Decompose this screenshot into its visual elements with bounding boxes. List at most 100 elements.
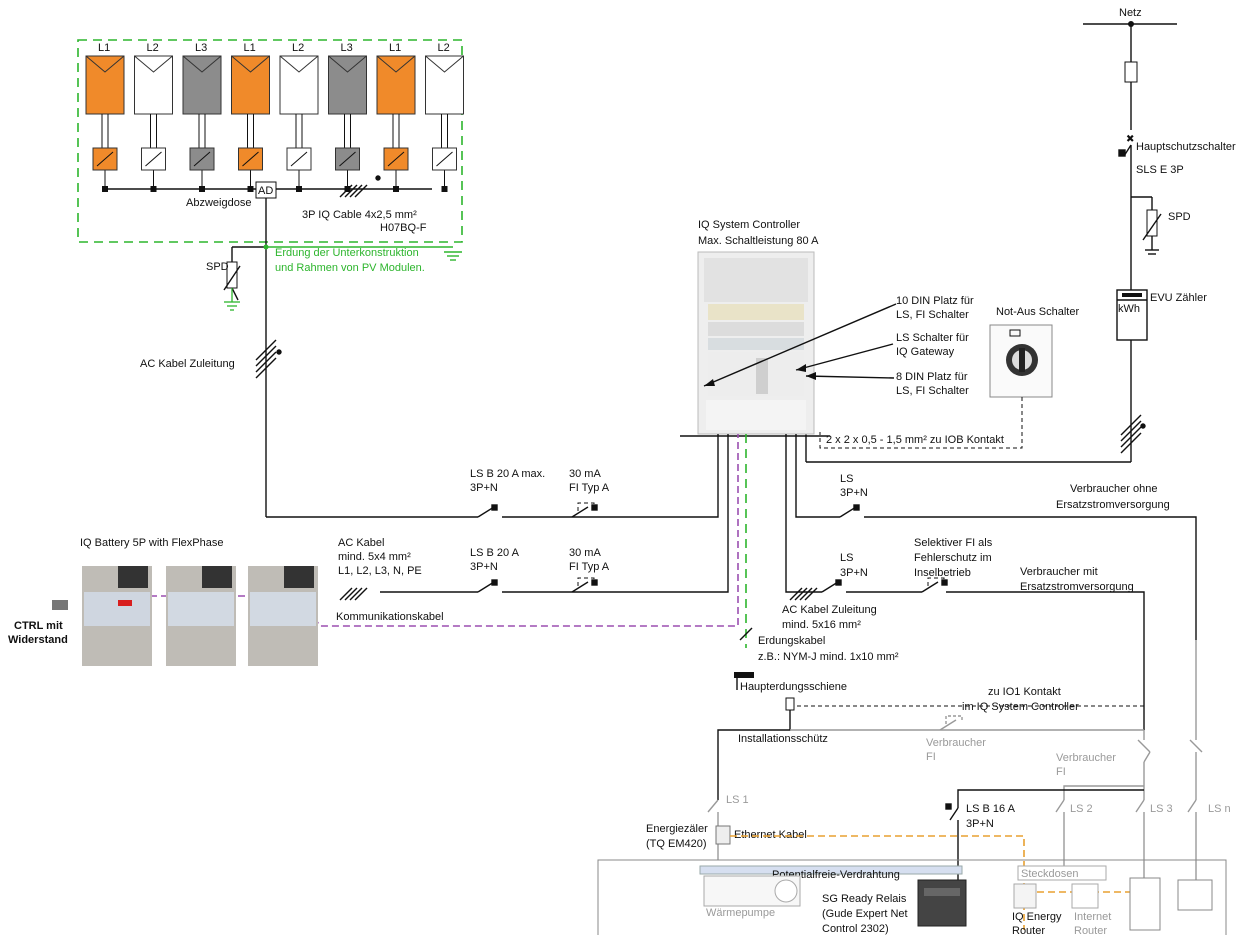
ctrl-resistor (52, 600, 68, 610)
phase-label: L2 (292, 42, 304, 54)
backup-label-1: Verbraucher mit (1020, 566, 1098, 578)
main-breaker-label-2: SLS E 3P (1136, 164, 1184, 176)
ls2-label-1: LS B 20 A (470, 547, 520, 559)
controller-title-2: Max. Schaltleistung 80 A (698, 235, 819, 247)
fi1-label-1: 30 mA (569, 468, 601, 480)
ad-label: AD (258, 185, 273, 197)
contactor-label: Installationsschütz (738, 733, 828, 745)
battery-cable-label-2: mind. 5x4 mm² (338, 551, 411, 563)
socket-device (1177, 879, 1213, 911)
ethernet-label: Ethernet Kabel (734, 829, 807, 841)
ls1-breaker (477, 504, 498, 518)
sel-fi-label-2: Fehlerschutz im (914, 552, 992, 564)
pv-module: L2 (134, 42, 173, 192)
controller-note1-1: 10 DIN Platz für (896, 295, 974, 307)
battery-unit-2 (166, 566, 236, 666)
earth-bar-label: Haupterdungsschiene (740, 681, 847, 693)
io1-label-1: zu IO1 Kontakt (988, 686, 1061, 698)
ls-3-label: LS 3 (1150, 803, 1173, 815)
grid-spd (1131, 196, 1162, 255)
energy-meter-device (715, 825, 731, 845)
ls4-breaker (821, 579, 842, 593)
ac-feed-slashes (255, 339, 282, 379)
vfi1-switch (939, 715, 963, 731)
controller-note2-2: IQ Gateway (896, 346, 955, 358)
pv-array-boundary (77, 39, 463, 243)
fi2-label-1: 30 mA (569, 547, 601, 559)
lsb16-label-1: LS B 16 A (966, 803, 1016, 815)
fi1-breaker (571, 502, 598, 518)
grid-cable-slashes (1120, 414, 1146, 454)
controller-note1-2: LS, FI Schalter (896, 309, 969, 321)
notaus-label: Not-Aus Schalter (996, 306, 1079, 318)
meter-label-1: Energiezäler (646, 823, 708, 835)
ls-3-switch (1135, 799, 1145, 880)
battery-unit-1 (82, 566, 152, 666)
grid-spd-label: SPD (1168, 211, 1191, 223)
phase-label: L1 (98, 42, 110, 54)
io1-label-2: im IQ System Controller (962, 701, 1079, 713)
fi1-label-2: FI Typ A (569, 482, 610, 494)
main-breaker: × (1118, 130, 1134, 157)
controller-note3-2: LS, FI Schalter (896, 385, 969, 397)
vfi1-label-2: FI (926, 751, 936, 763)
pv-module: L1 (85, 42, 125, 192)
earth-cable-label-1: Erdungskabel (758, 635, 825, 647)
ls4-label-2: 3P+N (840, 567, 868, 579)
fi2-label-2: FI Typ A (569, 561, 610, 573)
vfi1-label-1: Verbraucher (926, 737, 986, 749)
battery-cable-label-3: L1, L2, L3, N, PE (338, 565, 422, 577)
earthing-label-2: und Rahmen von PV Modulen. (275, 262, 425, 274)
no-backup-label-1: Verbraucher ohne (1070, 483, 1157, 495)
ac-cable-label-2: mind. 5x16 mm² (782, 619, 861, 631)
ac-cable-label-1: AC Kabel Zuleitung (782, 604, 877, 616)
phase-label: L3 (195, 42, 207, 54)
ctrl-label-2: Widerstand (8, 634, 68, 646)
no-backup-label-2: Ersatzstromversorgung (1056, 499, 1170, 511)
pv-module: L1 (376, 42, 416, 192)
main-fuse (1124, 61, 1138, 83)
iq-system-controller (697, 251, 815, 435)
iq-energy-router (1013, 883, 1037, 909)
controller-note3-1: 8 DIN Platz für (896, 371, 968, 383)
phase-label: L1 (389, 42, 401, 54)
sg-label-3: Control 2302) (822, 923, 889, 935)
ls1-label-1: LS B 20 A max. (470, 468, 545, 480)
fi2-breaker (571, 577, 598, 593)
battery-title: IQ Battery 5P with FlexPhase (80, 537, 223, 549)
ac-feed-label: AC Kabel Zuleitung (140, 358, 235, 370)
backup-label-2: Ersatzstromversorgung (1020, 581, 1134, 593)
main-earth-bar (734, 672, 754, 690)
earth-cable-label-2: z.B.: NYM-J mind. 1x10 mm² (758, 651, 899, 663)
pv-cable-slashes (339, 175, 381, 198)
grid-label: Netz (1119, 7, 1142, 19)
sg-label-1: SG Ready Relais (822, 893, 907, 905)
controller-title-1: IQ System Controller (698, 219, 800, 231)
heatpump-label: Wärmepumpe (706, 907, 775, 919)
emergency-stop-switch (989, 324, 1053, 398)
sg-relay (917, 879, 967, 927)
house-panel (597, 859, 1227, 935)
pv-spd (223, 247, 241, 311)
battery-cable-slashes (339, 587, 368, 601)
meter-label-2: (TQ EM420) (646, 838, 707, 850)
phase-label: L2 (438, 42, 450, 54)
sg-label-2: (Gude Expert Net (822, 908, 908, 920)
phase-label: L3 (341, 42, 353, 54)
ls3-breaker (839, 504, 860, 518)
sel-fi-breaker (921, 577, 948, 593)
pv-module: L2 (425, 42, 464, 192)
ls-n-label: LS n (1208, 803, 1231, 815)
internet-router (1071, 883, 1099, 909)
komm-label: Kommunikationskabel (336, 611, 444, 623)
contactor-coil (785, 697, 795, 711)
iob-cable-label: 2 x 2 x 0,5 - 1,5 mm² zu IOB Kontakt (826, 434, 1004, 446)
ls3-label-2: 3P+N (840, 487, 868, 499)
pv-spd-label: SPD (206, 261, 229, 273)
evu-meter-label: EVU Zähler (1150, 292, 1207, 304)
battery-unit-3 (248, 566, 318, 666)
controller-note2-1: LS Schalter für (896, 332, 969, 344)
ls-n-switch (1187, 799, 1197, 880)
